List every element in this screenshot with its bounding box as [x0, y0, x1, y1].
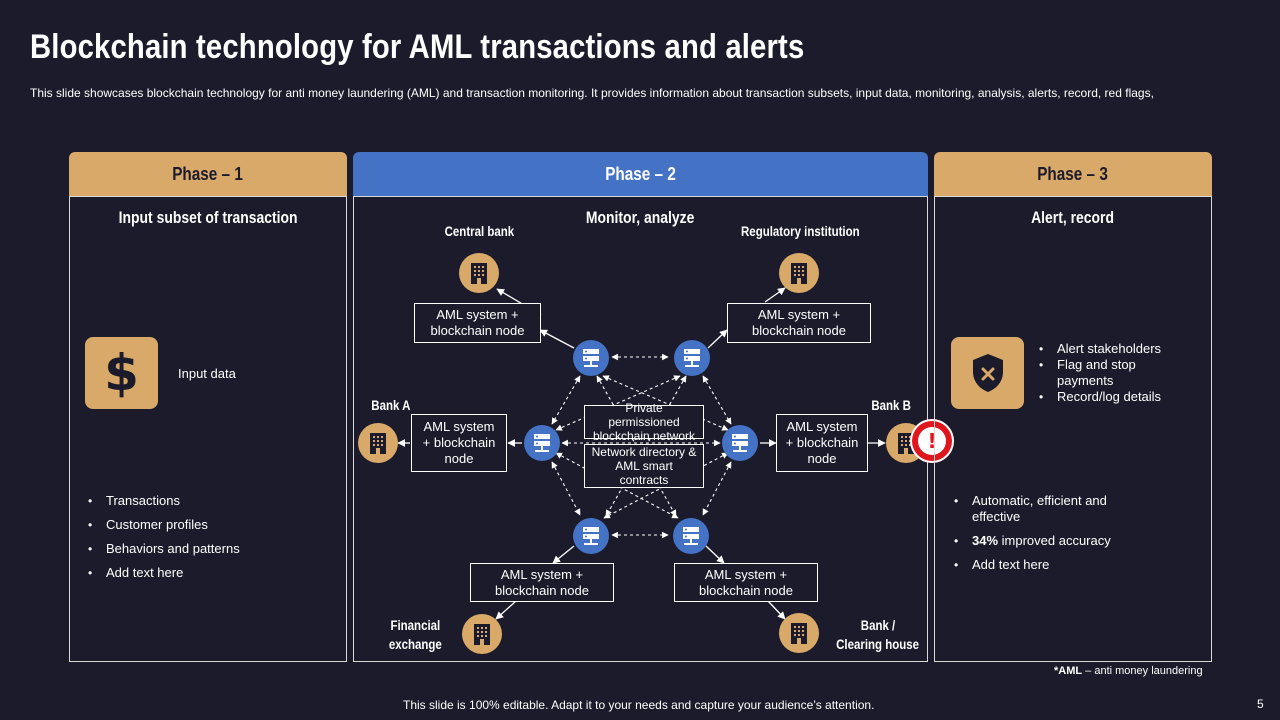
list-item: Flag and stop payments	[1037, 357, 1187, 389]
phase-2-title: Monitor, analyze	[540, 208, 740, 228]
building-icon	[779, 253, 819, 293]
building-icon	[459, 253, 499, 293]
list-item: Add text here	[86, 561, 336, 585]
phase-1-title: Input subset of transaction	[69, 208, 347, 228]
footnote-abbr: *AML	[1054, 665, 1083, 677]
list-item: Automatic, efficient and effective	[952, 493, 1127, 525]
phase-1-bullets: Transactions Customer profiles Behaviors…	[86, 489, 336, 585]
footer-text: This slide is 100% editable. Adapt it to…	[403, 698, 875, 712]
phase-3-header: Phase – 3	[934, 152, 1212, 196]
phase-2-header-label: Phase – 2	[605, 163, 676, 184]
building-icon	[358, 423, 398, 463]
phase-1-panel	[69, 196, 347, 662]
smart-contracts-box: Network directory & AML smart contracts	[584, 444, 704, 488]
input-data-label: Input data	[178, 366, 236, 381]
bullet-text: Automatic, efficient and effective	[972, 493, 1107, 524]
clearing-house-label: Bank / Clearing house	[823, 616, 933, 654]
regulatory-institution-label: Regulatory institution	[728, 222, 868, 241]
phase-2-title-text: Monitor, analyze	[585, 208, 695, 227]
aml-node-box: AML system + blockchain node	[776, 414, 868, 472]
server-node-icon	[674, 340, 710, 376]
bank-b-label: Bank B	[861, 396, 921, 415]
financial-exchange-line-1: Financial	[390, 617, 440, 633]
phase-1-title-text: Input subset of transaction	[118, 208, 298, 227]
slide-title: Blockchain technology for AML transactio…	[30, 28, 805, 66]
private-network-box: Private permissioned blockchain network	[584, 401, 704, 443]
regulatory-label-text: Regulatory institution	[741, 223, 860, 239]
aml-node-box: AML system + blockchain node	[411, 414, 507, 472]
bullet-text: improved accuracy	[998, 533, 1111, 548]
server-node-icon	[573, 340, 609, 376]
list-item: Behaviors and patterns	[86, 537, 336, 561]
list-item: Customer profiles	[86, 513, 336, 537]
bank-b-label-text: Bank B	[871, 397, 911, 413]
clearing-house-line-1: Bank /	[860, 617, 896, 633]
phase-1-header: Phase – 1	[69, 152, 347, 196]
aml-node-box: AML system + blockchain node	[414, 303, 541, 343]
financial-exchange-line-2: exchange	[388, 636, 442, 652]
bank-a-label: Bank A	[361, 396, 421, 415]
phase-1-header-label: Phase – 1	[172, 163, 244, 184]
aml-node-box: AML system + blockchain node	[470, 563, 614, 602]
bullet-text: Add text here	[972, 557, 1050, 572]
footnote-text: – anti money laundering	[1082, 665, 1203, 677]
phase-3-top-bullets: Alert stakeholders Flag and stop payment…	[1037, 341, 1187, 405]
list-item: Alert stakeholders	[1037, 341, 1187, 357]
financial-exchange-label: Financial exchange	[375, 616, 455, 654]
phase-3-title: Alert, record	[934, 208, 1212, 228]
clearing-house-line-2: Clearing house	[836, 636, 920, 652]
aml-node-box: AML system + blockchain node	[727, 303, 871, 343]
aml-node-box: AML system + blockchain node	[674, 563, 818, 602]
list-item: Transactions	[86, 489, 336, 513]
page-number: 5	[1257, 697, 1264, 711]
bank-a-label-text: Bank A	[371, 397, 411, 413]
server-node-icon	[524, 425, 560, 461]
shield-x-icon	[951, 337, 1024, 409]
central-bank-label: Central bank	[419, 222, 539, 241]
list-item: 34% improved accuracy	[952, 533, 1127, 549]
server-node-icon	[573, 518, 609, 554]
bullet-bold: 34%	[972, 533, 999, 548]
phase-3-panel	[934, 196, 1212, 662]
phase-3-title-text: Alert, record	[1031, 208, 1115, 227]
phase-2-header: Phase – 2	[353, 152, 928, 196]
server-node-icon	[722, 425, 758, 461]
alert-icon: !	[910, 419, 954, 463]
central-bank-label-text: Central bank	[444, 223, 514, 239]
dollar-icon: $	[85, 337, 158, 409]
phase-3-header-label: Phase – 3	[1037, 163, 1109, 184]
phase-3-bottom-bullets: Automatic, efficient and effective 34% i…	[952, 493, 1127, 573]
building-icon	[779, 613, 819, 653]
slide-subtitle: This slide showcases blockchain technolo…	[30, 86, 1154, 100]
building-icon	[462, 614, 502, 654]
list-item: Add text here	[952, 557, 1127, 573]
server-node-icon	[673, 518, 709, 554]
list-item: Record/log details	[1037, 389, 1187, 405]
aml-footnote: *AML – anti money laundering	[1054, 665, 1203, 677]
